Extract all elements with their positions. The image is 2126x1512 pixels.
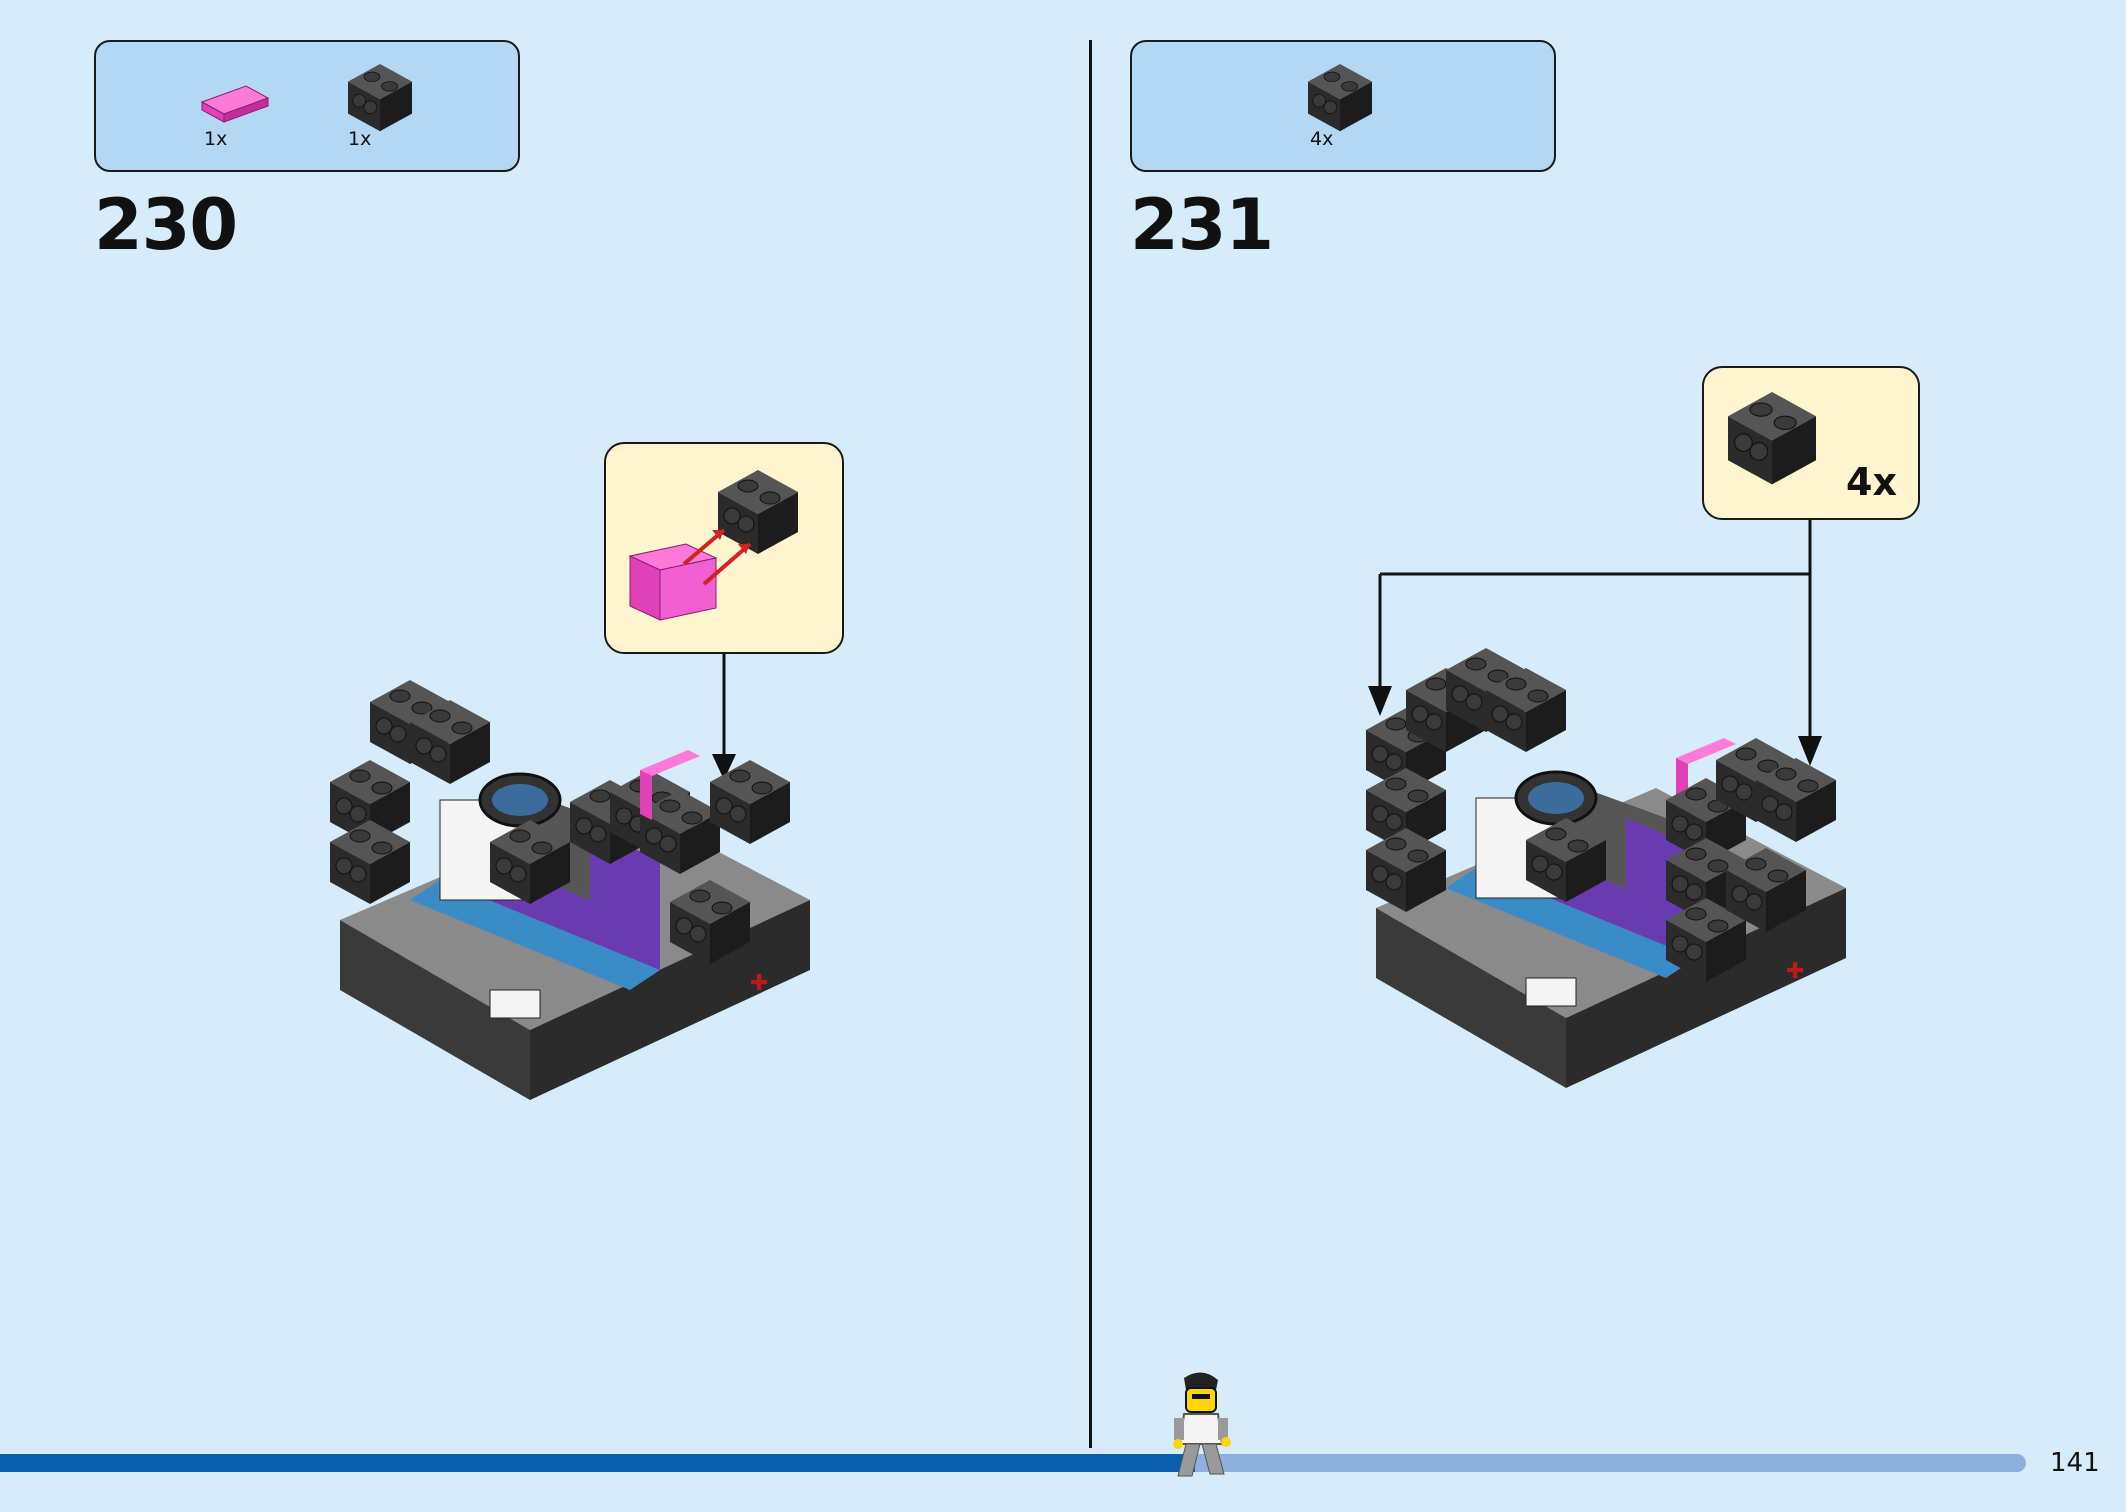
part-quantity: 1x — [204, 128, 228, 150]
part-quantity: 1x — [348, 128, 372, 150]
minifigure-icon — [1173, 1372, 1231, 1477]
black-brick-1x2-icon — [347, 63, 413, 132]
sub-assembly-callout — [604, 442, 844, 654]
parts-list-box: 4x — [1130, 40, 1556, 172]
model-assembly-illustration: ✚ — [1365, 647, 1846, 1088]
placement-arrows — [1368, 520, 1822, 766]
parts-list-box: 1x 1x — [94, 40, 520, 172]
page-divider — [1089, 40, 1092, 1448]
model-assembly-illustration: ✚ — [329, 679, 810, 1100]
progress-bar — [0, 1454, 1196, 1472]
black-brick-1x2-icon — [1307, 63, 1373, 132]
svg-text:✚: ✚ — [1786, 959, 1804, 984]
placement-arrow — [712, 654, 736, 780]
callout-illustration — [628, 469, 799, 621]
callout-quantity: 4x — [1846, 460, 1897, 504]
svg-text:✚: ✚ — [750, 971, 768, 996]
sub-assembly-callout: 4x — [1702, 366, 1920, 520]
black-brick-1x2-icon — [1727, 391, 1817, 485]
magenta-tile-icon — [200, 85, 270, 123]
step-number: 230 — [94, 184, 238, 266]
part-quantity: 4x — [1310, 128, 1334, 150]
step-number: 231 — [1130, 184, 1274, 266]
page-number: 141 — [2050, 1448, 2100, 1478]
